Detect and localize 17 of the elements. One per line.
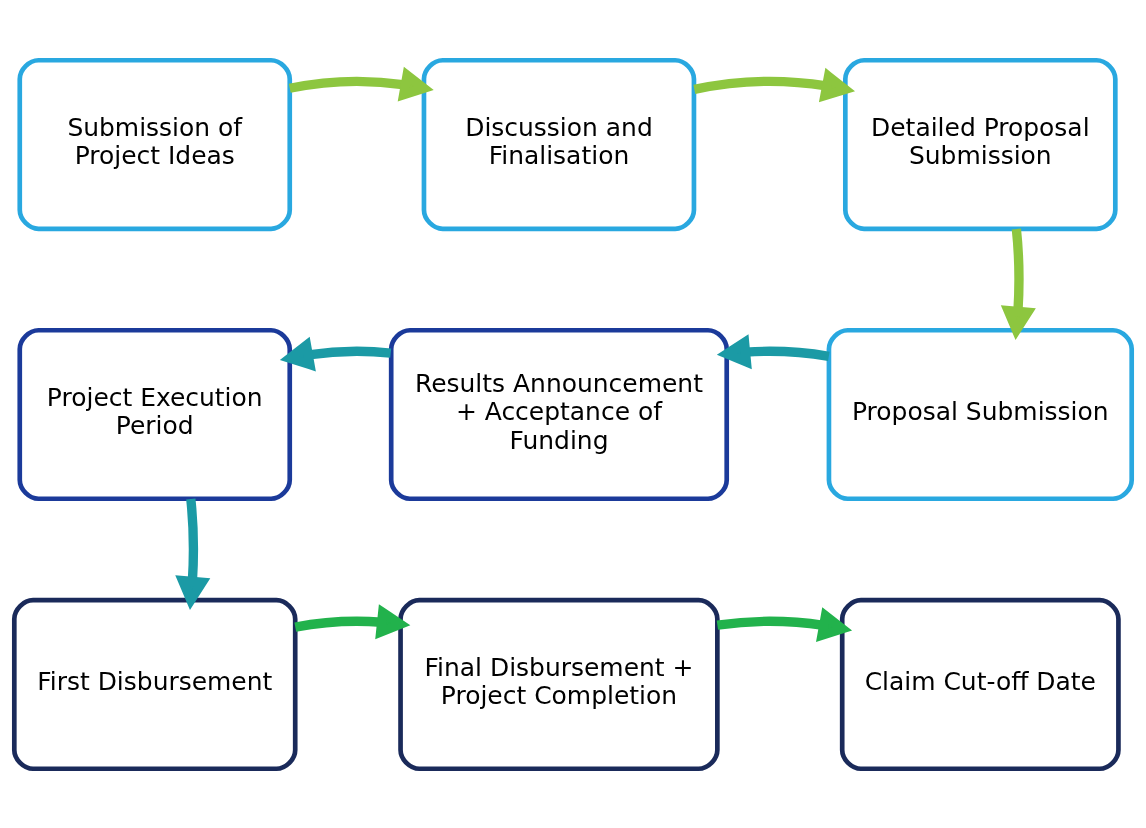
arrow [294,603,411,639]
node-box: Claim Cut-off Date [839,597,1121,771]
node-box: Project Execution Period [17,327,293,501]
node-box: Discussion and Finalisation [421,57,697,231]
node-box: First Disbursement [11,597,298,771]
arrow [1000,228,1036,340]
arrow [716,333,830,369]
node-box: Detailed Proposal Submission [843,57,1118,231]
node-box: Results Announcement + Acceptance of Funding [388,327,730,501]
arrow [288,66,434,101]
arrow [693,67,856,102]
node-box: Final Disbursement + Project Completion [398,597,720,771]
node-box: Proposal Submission [826,327,1135,501]
arrow [279,336,392,371]
arrow [716,606,853,642]
node-box: Submission of Project Ideas [17,57,293,231]
arrow [175,498,211,610]
